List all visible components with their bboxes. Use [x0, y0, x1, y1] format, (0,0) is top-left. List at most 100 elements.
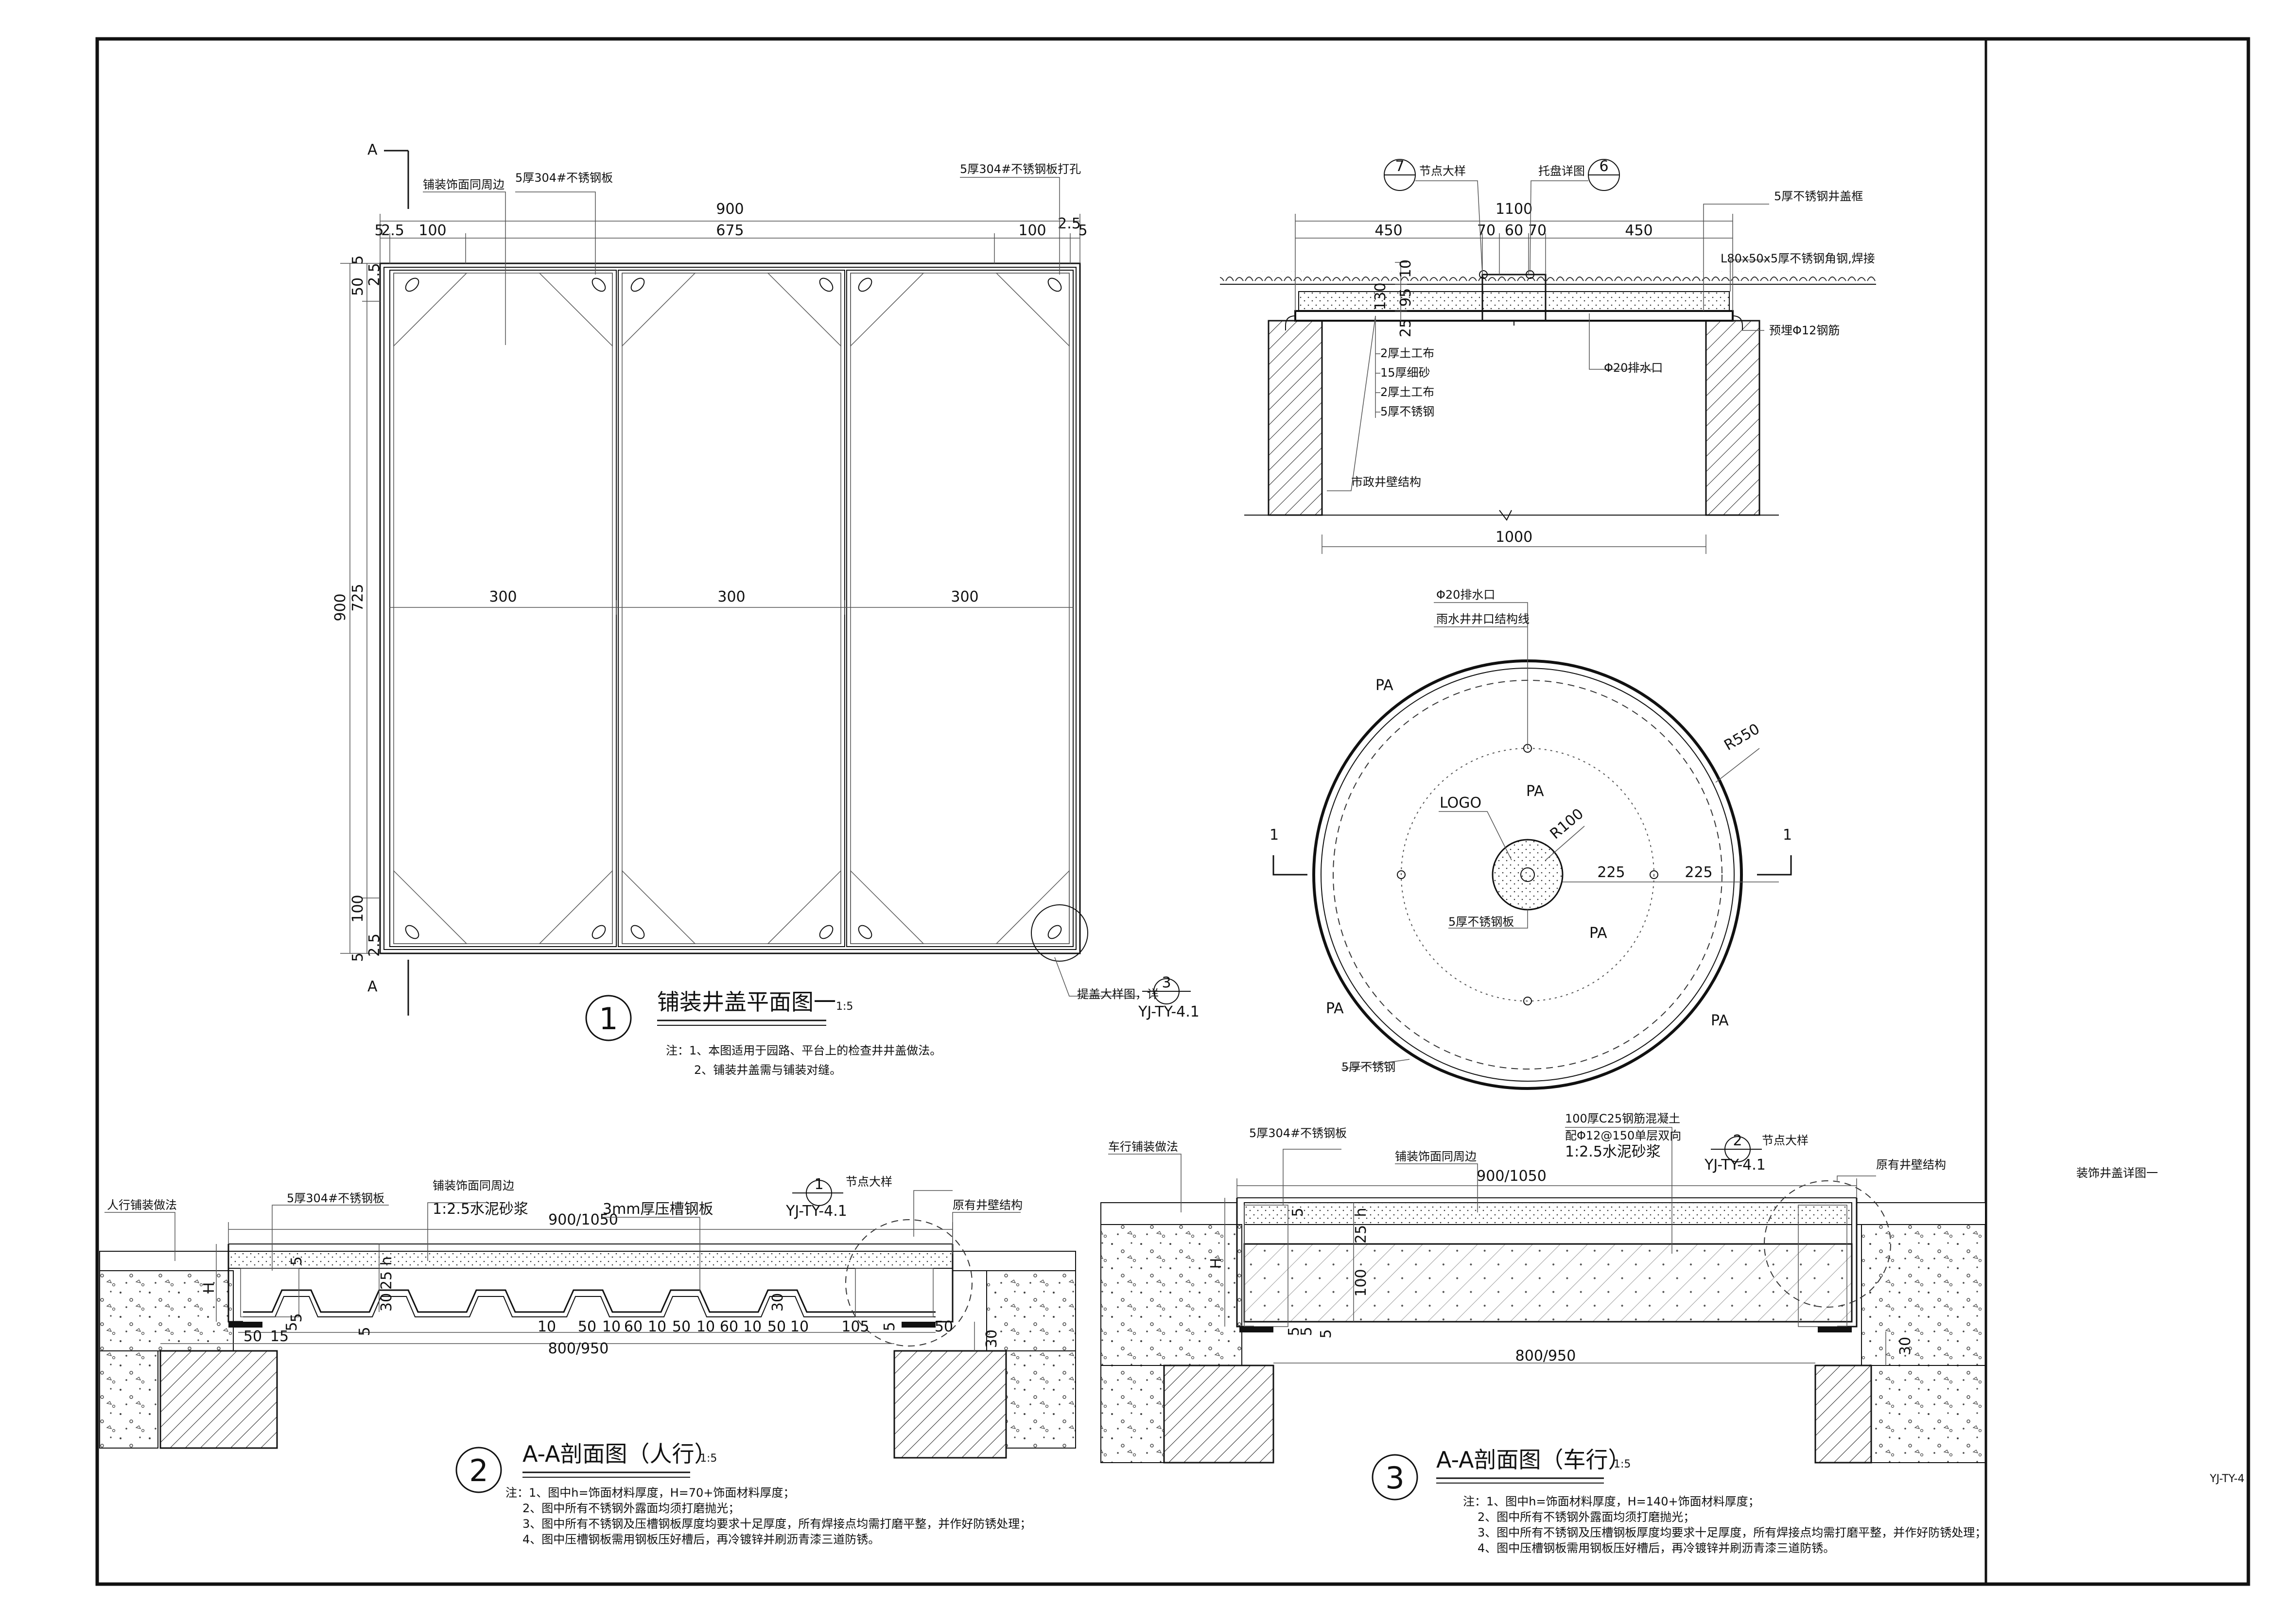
ped-label-deck: 3mm厚压槽钢板 [603, 1201, 713, 1218]
ped-note-4: 4、图中压槽钢板需用钢板压好槽后，再冷镀锌并刷沥青漆三道防锈。 [522, 1533, 880, 1546]
circle-pa: PA [1375, 677, 1393, 694]
ped-dim-cell: 60 [624, 1318, 643, 1335]
ped-caption-num: 2 [469, 1453, 488, 1488]
top-dim-overall: 1100 [1496, 201, 1532, 218]
plan-note-2: 2、铺装井盖需与铺装对缝。 [694, 1063, 841, 1077]
section-mark-a-top: A [367, 141, 378, 158]
top-ref-left-num: 7 [1395, 158, 1404, 175]
top-dim-v: 130 [1372, 282, 1389, 310]
car-dim-v: h [1353, 1208, 1370, 1217]
plan-dim-top: 100 [418, 222, 446, 239]
top-label-frame: 5厚不锈钢井盖框 [1774, 190, 1863, 203]
car-caption-scale: 1:5 [1614, 1458, 1631, 1470]
sheet-code: YJ-TY-4 [2209, 1473, 2244, 1485]
plan-label-paving: 铺装饰面同周边 [423, 178, 504, 191]
ped-dim-cell: 15 [270, 1328, 289, 1345]
top-dim-v: 95 [1397, 288, 1414, 307]
ped-dim-cell: 50 [767, 1318, 786, 1335]
ped-dim-bottom: 800/950 [548, 1340, 609, 1357]
top-layer: 2厚土工布 [1380, 346, 1434, 360]
cover-section-top: 1100 450 70 60 70 450 1000 10 130 95 25 … [1220, 158, 1876, 554]
plan-dim-left: 100 [349, 895, 366, 922]
car-dim-v: 5 [1286, 1327, 1303, 1336]
plan-dim-left: 2.5 [366, 933, 383, 957]
plan-dim-left: 5 [349, 952, 366, 962]
ped-dim-v: 25 [378, 1271, 395, 1290]
car-dim-v: H [1208, 1258, 1225, 1269]
circle-label-logo: LOGO [1440, 794, 1481, 812]
circular-plan: Φ20排水口 雨水井井口结构线 R550 R100 LOGO 5厚不锈钢板 5厚… [1270, 588, 1792, 1090]
top-ref-left-label: 节点大样 [1419, 164, 1466, 178]
top-dim: 60 [1505, 222, 1523, 239]
top-layer: 2厚土工布 [1380, 385, 1434, 399]
ped-label-paving: 铺装饰面同周边 [433, 1179, 514, 1192]
car-note-3: 3、图中所有不锈钢及压槽钢板厚度均要求十足厚度，所有焊接点均需打磨平整，并作好防… [1478, 1526, 1986, 1539]
plan-dim-top: 2.5 [1058, 215, 1081, 232]
top-dim-bottom: 1000 [1496, 529, 1532, 546]
ped-caption-scale: 1:5 [700, 1452, 717, 1465]
plan-dim-overall: 900 [716, 201, 744, 218]
circle-pa: PA [1589, 925, 1607, 942]
top-label-rebar: 预埋Φ12钢筋 [1769, 324, 1840, 337]
ped-note-1: 注：1、图中h=饰面材料厚度，H=70+饰面材料厚度； [505, 1486, 795, 1500]
ped-dim-cell: 50 [578, 1318, 596, 1335]
car-note-2: 2、图中所有不锈钢外露面均须打磨抛光； [1478, 1510, 1695, 1524]
aa-section-vehicle: 900/1050 800/950 H 5 h 25 100 5 5 5 30 车… [1100, 1112, 1986, 1555]
plan-dim-left: 725 [349, 584, 366, 611]
plan-dim-left: 900 [332, 593, 349, 621]
top-label-drain: Φ20排水口 [1604, 361, 1663, 375]
ped-dim-cell: 50 [935, 1318, 953, 1335]
top-layer: 15厚细砂 [1380, 366, 1430, 380]
ped-dim-cell: 10 [538, 1318, 556, 1335]
car-dim-v: 30 [1897, 1337, 1914, 1355]
plan-dim-left: 5 [349, 255, 366, 264]
ped-dim-v: H [201, 1282, 218, 1294]
top-label-structure: 市政井壁结构 [1351, 475, 1421, 489]
ped-dim-v: 5 [283, 1322, 300, 1331]
plan-label-corner: 提盖大样图，详 [1077, 987, 1159, 1001]
car-dim-v: 5 [1289, 1208, 1306, 1217]
top-label-angle: L80x50x5厚不锈钢角钢,焊接 [1721, 252, 1875, 265]
ped-dim-v: 30 [378, 1293, 395, 1312]
ped-dim-cell: 10 [743, 1318, 762, 1335]
plan-dim-top: 5 [374, 222, 383, 239]
top-dim-v: 10 [1397, 259, 1414, 278]
car-dim-top: 900/1050 [1477, 1168, 1547, 1185]
plan-caption-num: 1 [599, 1001, 618, 1036]
top-ref-right-label: 托盘详图 [1538, 164, 1585, 178]
circle-label-drain: Φ20排水口 [1436, 588, 1495, 602]
ped-dim-v: 5 [288, 1256, 305, 1265]
ped-caption-title: A-A剖面图（人行） [522, 1441, 717, 1467]
ped-dim-cell: 60 [720, 1318, 738, 1335]
circle-label-plate: 5厚不锈钢板 [1448, 915, 1514, 929]
plan-view: 900 5 2.5 100 675 100 2.5 5 5 2.5 50 725… [332, 141, 1200, 1077]
ped-note-2: 2、图中所有不锈钢外露面均须打磨抛光； [522, 1502, 740, 1515]
ped-label-paving-method: 人行铺装做法 [107, 1198, 177, 1212]
ped-dim-cell: 50 [672, 1318, 691, 1335]
car-dim-v: 5 [1298, 1327, 1315, 1336]
plan-dim-panel: 300 [717, 588, 745, 605]
ped-label-wall: 原有井壁结构 [953, 1198, 1023, 1212]
car-dim-bottom: 800/950 [1515, 1347, 1576, 1364]
plan-ref-code: YJ-TY-4.1 [1138, 1003, 1200, 1020]
ped-label-plate304: 5厚304#不锈钢板 [287, 1191, 384, 1205]
car-label-paving-method: 车行铺装做法 [1108, 1140, 1178, 1154]
sheet-title: 装饰井盖详图一 [2076, 1166, 2158, 1180]
plan-ref-num: 3 [1162, 974, 1171, 991]
plan-dim-top: 5 [1078, 222, 1087, 239]
car-dim-v: 5 [1318, 1329, 1335, 1338]
car-label-node: 节点大样 [1762, 1134, 1809, 1147]
top-ref-right-num: 6 [1599, 158, 1608, 175]
aa-section-pedestrian: 900/1050 800/950 50 15 10 50 10 60 10 50… [99, 1175, 1076, 1546]
car-label-paving: 铺装饰面同周边 [1395, 1150, 1477, 1163]
plan-dim-top: 100 [1018, 222, 1046, 239]
car-label-mortar: 1:2.5水泥砂浆 [1565, 1143, 1661, 1160]
ped-dim-cell: 10 [602, 1318, 621, 1335]
circle-dim: 225 [1597, 864, 1625, 881]
ped-dim-v: 5 [288, 1313, 305, 1322]
car-label-rebar: 配Φ12@150单层双向 [1565, 1129, 1681, 1142]
plan-dim-top: 675 [716, 222, 744, 239]
ped-dim-cell: 10 [648, 1318, 666, 1335]
plan-note-1: 注：1、本图适用于园路、平台上的检查井井盖做法。 [666, 1044, 941, 1057]
